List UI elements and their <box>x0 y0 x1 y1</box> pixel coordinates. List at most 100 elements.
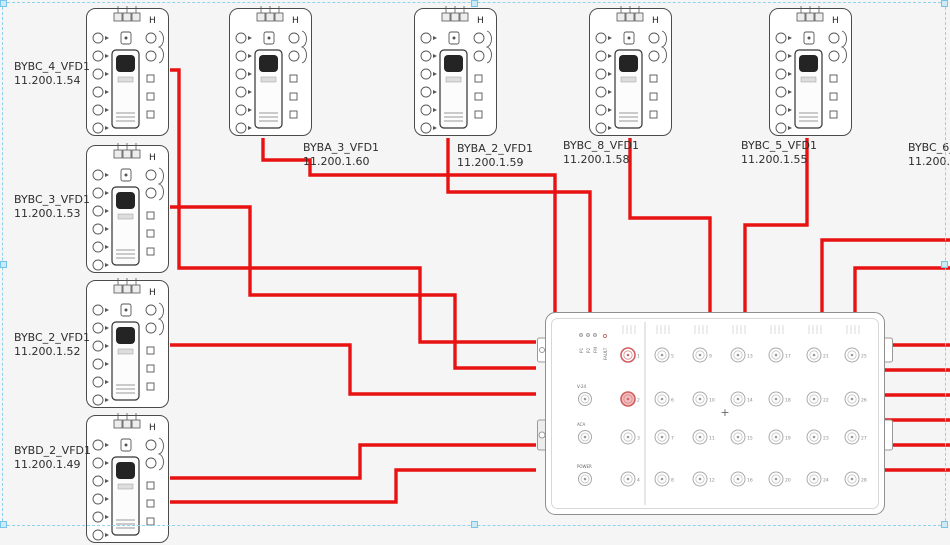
device-label-bybc6: BYBC_6_ 11.200.1. <box>908 141 950 169</box>
vfd-device-bybc3[interactable] <box>85 142 170 275</box>
port-number: 9 <box>709 354 712 360</box>
switch-port-20[interactable]: 20 <box>768 471 791 487</box>
device-ip: 11.200.1.49 <box>14 458 81 471</box>
port-number: 18 <box>785 398 791 404</box>
selection-handle-bl[interactable] <box>0 521 7 528</box>
device-ip: 11.200.1.55 <box>741 153 808 166</box>
switch-port-5[interactable]: 5 <box>654 347 674 363</box>
switch-port-13[interactable]: 13 <box>730 347 753 363</box>
cable-bybd2-to-switch-a[interactable] <box>170 443 536 480</box>
port-number: 13 <box>747 354 753 360</box>
switch-port-6[interactable]: 6 <box>654 391 674 407</box>
cable-bybc8-to-switch[interactable] <box>628 138 712 314</box>
selection-handle-tl[interactable] <box>0 0 7 7</box>
selection-handle-bm[interactable] <box>471 521 478 528</box>
selection-handle-tm[interactable] <box>471 0 478 7</box>
switch-port-14[interactable]: 14 <box>730 391 753 407</box>
selection-handle-br[interactable] <box>941 521 948 528</box>
port-number: 25 <box>861 354 867 360</box>
aca-label: ACA <box>577 422 585 427</box>
device-label-bybd2: BYBD_2_VFD1 11.200.1.49 <box>14 444 91 472</box>
port-number: 14 <box>747 398 753 404</box>
switch-port-4[interactable]: 4 <box>620 471 640 487</box>
port-number: 20 <box>785 478 791 484</box>
switch-port-10[interactable]: 10 <box>692 391 715 407</box>
device-ip: 11.200.1. <box>908 155 950 168</box>
switch-port-19[interactable]: 19 <box>768 429 791 445</box>
switch-port-8[interactable]: 8 <box>654 471 674 487</box>
cable-byba3-to-switch[interactable] <box>261 138 557 314</box>
switch-port-23[interactable]: 23 <box>806 429 829 445</box>
cable-layer <box>170 68 950 504</box>
switch-port-24[interactable]: 24 <box>806 471 829 487</box>
switch-port-12[interactable]: 12 <box>692 471 715 487</box>
port-number: 24 <box>823 478 829 484</box>
port-number: 11 <box>709 436 715 442</box>
diagram-canvas[interactable]: { "canvas": { "bg_color": "#f5f5f6", "se… <box>0 0 950 530</box>
port-number: 17 <box>785 354 791 360</box>
v24-label: V-24 <box>577 384 586 389</box>
device-name: BYBA_2_VFD1 <box>457 142 534 155</box>
switch-port-11[interactable]: 11 <box>692 429 715 445</box>
vfd-device-bybd2[interactable] <box>85 412 170 545</box>
cable-trunk-right-b[interactable] <box>853 266 950 314</box>
aux-connectors: V-24 ACA POWER <box>577 384 592 486</box>
switch-port-26[interactable]: 26 <box>844 391 867 407</box>
device-name: BYBD_2_VFD1 <box>14 444 91 457</box>
device-name: BYBC_3_VFD1 <box>14 193 91 206</box>
switch-port-15[interactable]: 15 <box>730 429 753 445</box>
vfd-device-bybc2[interactable] <box>85 277 170 410</box>
led-label-p1: P1 <box>579 347 584 353</box>
vfd-device-byba2[interactable] <box>413 5 498 138</box>
device-name: BYBC_5_VFD1 <box>741 139 818 152</box>
port-number: 16 <box>747 478 753 484</box>
cable-bybc5-to-switch[interactable] <box>743 138 809 314</box>
port-number: 19 <box>785 436 791 442</box>
led-label-p2: P2 <box>586 347 591 353</box>
switch-port-28[interactable]: 28 <box>844 471 867 487</box>
device-ip: 11.200.1.53 <box>14 207 81 220</box>
selection-handle-ml[interactable] <box>0 261 7 268</box>
switch-port-21[interactable]: 21 <box>806 347 829 363</box>
switch-port-3[interactable]: 3 <box>620 429 640 445</box>
port-number: 21 <box>823 354 829 360</box>
port-number: 28 <box>861 478 867 484</box>
port-number: 22 <box>823 398 829 404</box>
cable-bybc2-to-switch[interactable] <box>170 343 536 396</box>
port-number: 15 <box>747 436 753 442</box>
switch-port-2[interactable]: 2 <box>620 391 640 407</box>
cable-bybc4-to-switch[interactable] <box>170 68 536 344</box>
vfd-device-bybc5[interactable] <box>768 5 853 138</box>
port-number: 23 <box>823 436 829 442</box>
selection-handle-mr[interactable] <box>941 261 948 268</box>
vfd-device-byba3[interactable] <box>228 5 313 138</box>
cable-byba2-to-switch[interactable] <box>446 138 592 314</box>
port-number: 2 <box>637 398 640 404</box>
selection-handle-tr[interactable] <box>941 0 948 7</box>
cable-bybd2-to-switch-b[interactable] <box>170 468 536 504</box>
device-label-bybc8: BYBC_8_VFD1 11.200.1.58 <box>563 139 639 167</box>
port-grid: 5678910111213141516171819202122232425262… <box>620 347 867 487</box>
ethernet-switch[interactable]: P1 P2 FM FAULT V-24 ACA POWER + 56789101… <box>537 308 893 520</box>
switch-port-9[interactable]: 9 <box>692 347 712 363</box>
vfd-device-bybc8[interactable] <box>588 5 673 138</box>
switch-port-17[interactable]: 17 <box>768 347 791 363</box>
switch-port-22[interactable]: 22 <box>806 391 829 407</box>
switch-port-27[interactable]: 27 <box>844 429 867 445</box>
switch-port-1[interactable]: 1 <box>620 347 640 363</box>
vfd-device-bybc4[interactable] <box>85 5 170 138</box>
led-label-fm: FM <box>593 347 598 353</box>
device-name: BYBC_6_ <box>908 141 950 154</box>
cable-bybc3-to-switch[interactable] <box>170 205 536 370</box>
device-name: BYBA_3_VFD1 <box>303 141 380 154</box>
mount-tabs <box>537 337 893 451</box>
port-number: 10 <box>709 398 715 404</box>
cable-trunk-right-a[interactable] <box>820 238 950 314</box>
switch-port-16[interactable]: 16 <box>730 471 753 487</box>
switch-port-7[interactable]: 7 <box>654 429 674 445</box>
device-label-bybc3: BYBC_3_VFD1 11.200.1.53 <box>14 193 90 221</box>
switch-port-25[interactable]: 25 <box>844 347 867 363</box>
switch-body[interactable] <box>545 312 885 515</box>
switch-port-18[interactable]: 18 <box>768 391 791 407</box>
port-number: 7 <box>671 436 674 442</box>
